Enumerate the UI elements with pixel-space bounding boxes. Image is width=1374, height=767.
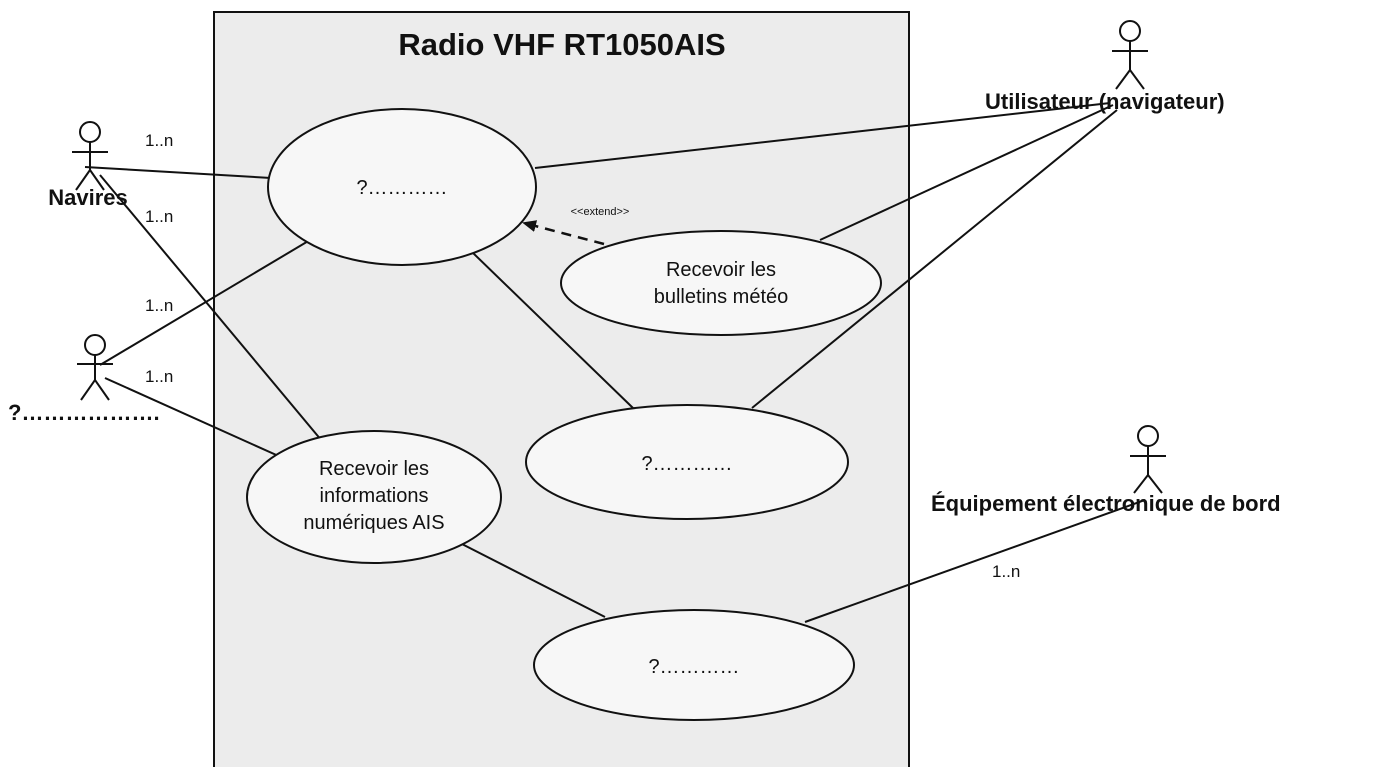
- actor-equipement-icon: [1130, 425, 1166, 494]
- assoc-uc4-uc5: [457, 541, 606, 618]
- actor-utilisateur-label: Utilisateur (navigateur): [985, 89, 1225, 114]
- multiplicity-unknown-uc4: 1..n: [145, 367, 173, 386]
- use-case-uc4[interactable]: Recevoir les informations numériques AIS: [246, 430, 502, 564]
- use-case-uc2-label-line2: bulletins météo: [654, 286, 789, 308]
- actor-navires-label: Navires: [48, 185, 128, 210]
- use-case-uc2[interactable]: Recevoir les bulletins météo: [560, 230, 882, 336]
- use-case-uc5-label: ?…………: [648, 656, 739, 678]
- actor-equipement-label: Équipement électronique de bord: [931, 491, 1281, 516]
- actor-navires[interactable]: Navires: [48, 121, 128, 210]
- actor-navires-icon: [72, 121, 108, 191]
- assoc-navires-uc1: [84, 166, 272, 179]
- use-case-uc4-label-line3: numériques AIS: [303, 512, 444, 534]
- assoc-uc1-uc3: [471, 251, 634, 409]
- use-case-uc4-label-line1: Recevoir les: [319, 458, 429, 480]
- assoc-utilisateur-uc3: [751, 109, 1118, 409]
- use-case-uc2-label-line1: Recevoir les: [666, 259, 776, 281]
- assoc-unknown-uc1: [99, 239, 311, 366]
- multiplicity-unknown-uc1: 1..n: [145, 296, 173, 315]
- use-case-uc3-label: ?…………: [641, 453, 732, 475]
- multiplicity-equipement-uc5: 1..n: [992, 562, 1020, 581]
- use-case-uc5[interactable]: ?…………: [533, 609, 855, 721]
- actor-equipement[interactable]: Équipement électronique de bord: [931, 425, 1281, 516]
- use-case-uc1-label: ?…………: [356, 177, 447, 199]
- extend-arrow: [522, 220, 605, 246]
- assoc-navires-uc4: [99, 174, 328, 448]
- assoc-utilisateur-uc2: [819, 104, 1114, 241]
- assoc-equipement-uc5: [804, 499, 1146, 623]
- extend-label: <<extend>>: [571, 206, 630, 218]
- associations: [84, 102, 1146, 623]
- actor-unknown[interactable]: ?……………….: [8, 334, 160, 425]
- actor-unknown-label: ?……………….: [8, 400, 160, 425]
- assoc-utilisateur-uc1: [534, 102, 1111, 169]
- actor-utilisateur[interactable]: Utilisateur (navigateur): [985, 20, 1225, 114]
- use-case-uc3[interactable]: ?…………: [525, 404, 849, 520]
- use-case-uc4-label-line2: informations: [320, 485, 429, 507]
- multiplicity-navires-uc4: 1..n: [145, 207, 173, 226]
- system-title: Radio VHF RT1050AIS: [398, 27, 725, 62]
- actor-utilisateur-icon: [1112, 20, 1148, 90]
- use-case-uc1[interactable]: ?…………: [267, 108, 537, 266]
- multiplicity-navires-uc1: 1..n: [145, 131, 173, 150]
- actor-unknown-icon: [77, 334, 113, 401]
- assoc-unknown-uc4: [104, 377, 284, 459]
